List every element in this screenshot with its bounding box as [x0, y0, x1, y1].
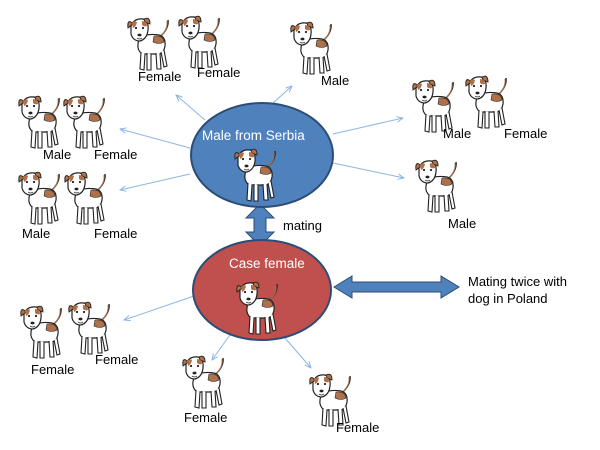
sire-label: Male from Serbia — [202, 128, 305, 143]
offspring-label: Female — [336, 420, 380, 435]
offspring-label: Female — [94, 226, 138, 241]
dog-icon — [68, 301, 110, 355]
dog-icon — [18, 171, 60, 225]
dog-icon — [182, 355, 224, 409]
offspring-label: Female — [31, 362, 75, 377]
offspring-label: Female — [94, 147, 138, 162]
dam-node — [192, 239, 332, 341]
offspring-label: Male — [43, 147, 72, 162]
dog-icon — [415, 159, 457, 213]
dog-icon — [290, 21, 332, 75]
dog-icon — [18, 95, 60, 149]
offspring-label: Female — [184, 410, 228, 425]
dog-icon — [178, 15, 220, 69]
dog-icon — [20, 305, 62, 359]
offspring-label: Female — [504, 126, 548, 141]
arrow-to-litter-1 — [176, 95, 206, 121]
dog-icon — [127, 17, 169, 71]
dog-icon — [309, 373, 351, 427]
arrow-to-litter-4 — [332, 162, 404, 178]
offspring-label: Male — [443, 126, 472, 141]
arrow-to-litter-5 — [120, 129, 191, 149]
mating-label: mating — [283, 218, 323, 233]
poland-double-arrow — [333, 275, 460, 299]
sire-offspring-arrows — [120, 86, 404, 190]
dog-icon — [64, 171, 106, 225]
offspring-label: Male — [448, 216, 477, 231]
arrow-to-dam-litter-1 — [124, 295, 195, 320]
arrow-to-litter-6 — [120, 173, 191, 190]
offspring-label: Male — [22, 226, 51, 241]
dam-label: Case female — [229, 256, 305, 271]
arrow-to-dam-litter-3 — [284, 337, 311, 368]
poland-note: Mating twice with dog in Poland — [468, 274, 567, 306]
arrow-to-litter-3 — [332, 118, 403, 135]
sire-node — [190, 102, 334, 208]
dam-offspring-arrows — [124, 295, 311, 368]
dog-icon — [465, 75, 507, 129]
arrow-to-dam-litter-2 — [212, 331, 233, 360]
offspring-label: Male — [321, 73, 350, 88]
offspring-label: Female — [138, 69, 182, 84]
dog-icon — [412, 79, 454, 133]
arrow-to-litter-2 — [272, 86, 292, 104]
dog-icon — [63, 95, 105, 149]
offspring-label: Female — [197, 65, 241, 80]
offspring-label: Female — [95, 352, 139, 367]
